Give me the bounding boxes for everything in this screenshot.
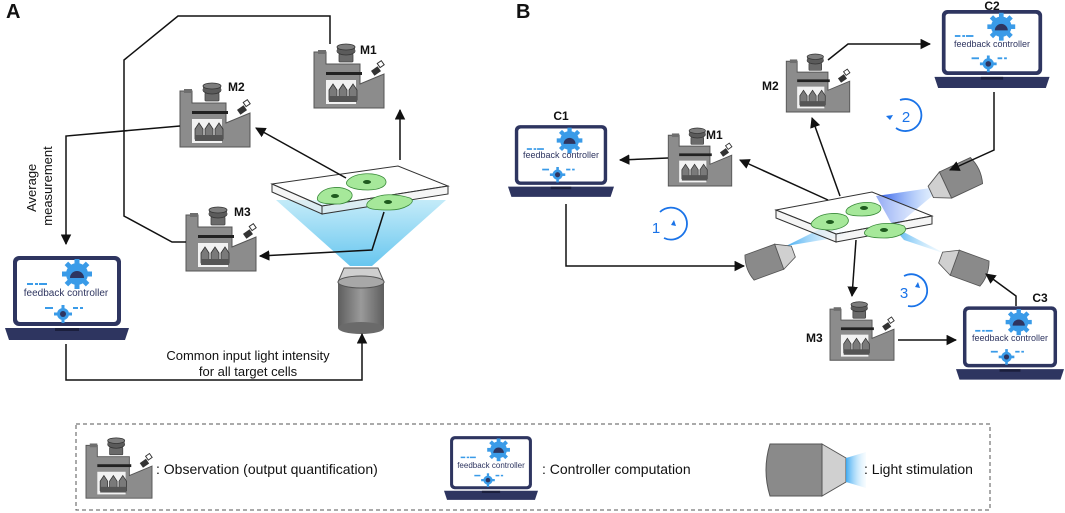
arrows-b [565,38,1017,346]
m1-b-label: M1 [706,128,723,142]
sample-plate-a [270,165,450,215]
beam-c3 [892,226,946,254]
microscope-m3-b [829,301,895,361]
loop-2: 2 [886,98,923,132]
m3-a-label: M3 [234,205,251,219]
legend-light: : Light stimulation [864,461,973,477]
legend-microscope-icon [85,437,153,499]
cells-a [316,173,413,211]
controller-c3-text: feedback controller [972,333,1048,343]
controller-laptop-c1 [508,125,614,197]
light-source-c2 [924,155,986,206]
c1-label: C1 [553,109,569,123]
legend-lamp-icon [765,443,866,497]
svg-text:1: 1 [652,220,660,237]
common-input-caption-2: for all target cells [199,364,298,379]
light-source-a [337,267,385,334]
c3-label: C3 [1032,291,1048,305]
controller-c2-text: feedback controller [954,39,1030,49]
panel-a-label: A [6,1,20,23]
average-measurement-label: Average measurement [24,146,55,226]
legend-box [75,423,991,511]
svg-text:3: 3 [900,285,908,302]
sample-plate-b [774,191,934,243]
m3-b-label: M3 [806,331,823,345]
microscope-m2-b [785,53,851,113]
cells-b [810,202,906,239]
legend-observation: : Observation (output quantification) [156,461,378,477]
common-input-caption-1: Common input light intensity [166,348,330,363]
controller-laptop-c2 [934,10,1050,88]
arrows-a [60,15,406,381]
svg-text:2: 2 [902,109,910,126]
controller-laptop-c3 [956,306,1064,380]
panel-b-label: B [516,1,530,23]
loop-3: 3 [900,273,929,308]
light-source-c3 [935,244,992,288]
light-cone-a [276,200,446,266]
loop-1: 1 [652,206,688,241]
m2-a-label: M2 [228,80,245,94]
legend-controller: : Controller computation [542,461,691,477]
controller-c1-text: feedback controller [523,150,599,160]
m1-a-label: M1 [360,43,377,57]
m2-b-label: M2 [762,79,779,93]
controller-a-text: feedback controller [24,288,109,299]
c2-label: C2 [984,0,1000,13]
legend-controller-text: feedback controller [457,461,525,470]
